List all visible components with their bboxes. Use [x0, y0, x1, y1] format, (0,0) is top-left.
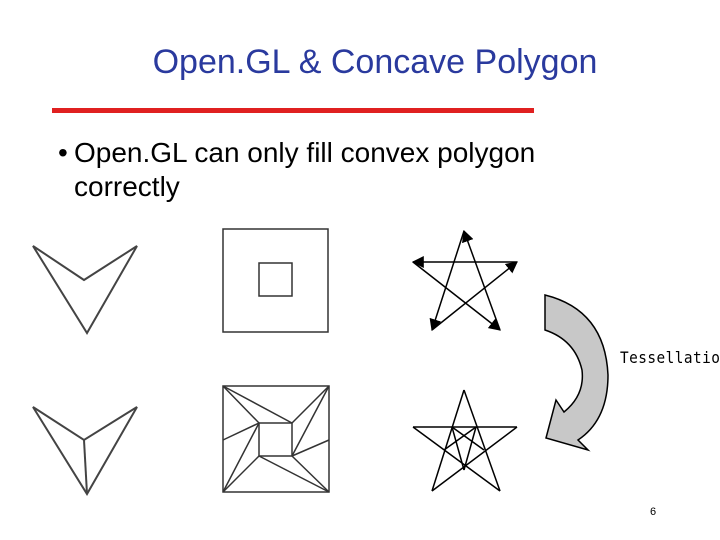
slide-title: Open.GL & Concave Polygon [152, 43, 598, 81]
pentagram-arrows-top [411, 229, 518, 332]
page-number: 6 [650, 506, 657, 518]
tessellated-chevron-bottom [32, 406, 138, 496]
bullet-marker: • [58, 137, 68, 168]
tessellation-label: Tessellation [620, 348, 720, 367]
square-with-hole-top [222, 228, 329, 333]
title-underline [52, 108, 534, 113]
pentagram-tessellated [412, 389, 518, 492]
tessellation-arrow [544, 294, 609, 452]
square-with-hole-tessellated [222, 385, 330, 493]
concave-chevron-top [32, 245, 138, 335]
bullet-text: Open.GL can only fill convex polygon cor… [74, 137, 536, 202]
